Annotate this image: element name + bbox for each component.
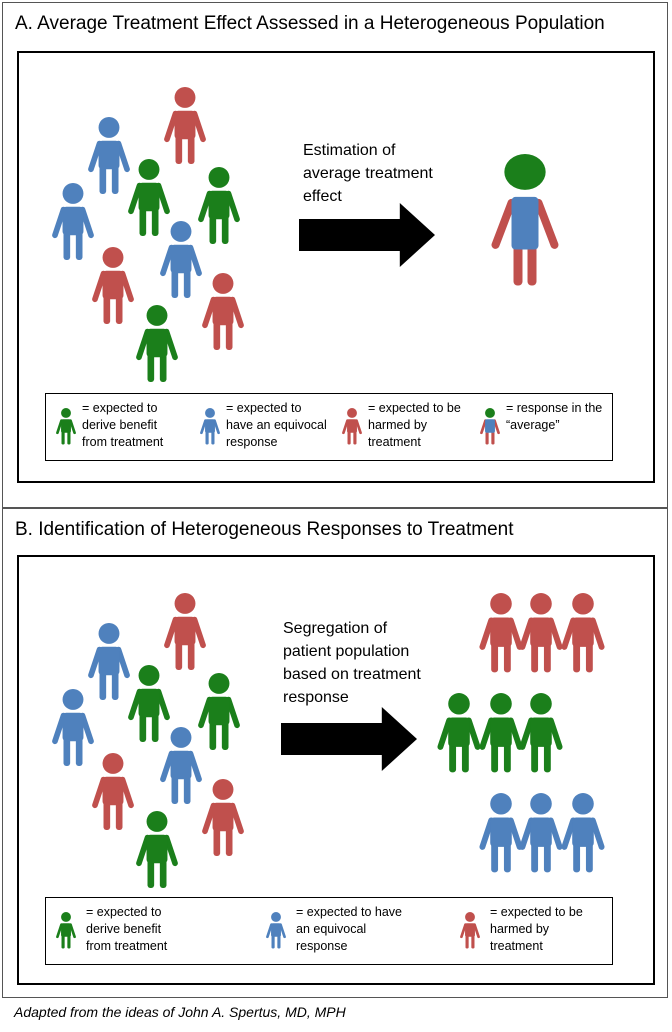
- caption: Adapted from the ideas of John A. Spertu…: [14, 1004, 346, 1020]
- harmed-person-icon: [460, 912, 480, 949]
- arrow-a-label: Estimation of average treatment effect: [303, 139, 433, 208]
- panel-a: A. Average Treatment Effect Assessed in …: [2, 2, 668, 508]
- average-person-icon: [480, 408, 500, 445]
- benefit-person-icon: [198, 673, 240, 750]
- benefit-person-icon: [128, 159, 170, 236]
- benefit-person-icon-figure: [56, 408, 76, 445]
- legend-text: = expected to: [226, 401, 302, 415]
- benefit-person-icon: [519, 693, 563, 773]
- panel-b-figure: [52, 593, 605, 888]
- harmed-person-icon: [164, 593, 206, 670]
- equivocal-person-icon: [88, 117, 130, 194]
- panel-a-figure: [52, 87, 559, 382]
- legend-text: treatment: [368, 435, 421, 449]
- arrow-a-label-line: average treatment: [303, 165, 433, 182]
- equivocal-person-icon: [160, 727, 202, 804]
- average-legend-figure: [480, 408, 500, 445]
- legend-text: response: [296, 939, 348, 953]
- panel-a-diagram: Estimation of average treatment effect =…: [17, 51, 655, 483]
- equivocal-person-icon-figure: [266, 912, 286, 949]
- legend-text: = expected to be: [490, 905, 583, 919]
- equivocal-person-icon: [200, 408, 220, 445]
- equivocal-person-icon: [561, 793, 605, 873]
- panel-b-title: B. Identification of Heterogeneous Respo…: [15, 519, 514, 540]
- harmed-person-icon: [202, 779, 244, 856]
- panel-a-title: A. Average Treatment Effect Assessed in …: [15, 13, 605, 34]
- harmed-person-icon: [519, 593, 563, 673]
- equivocal-person-icon-figure: [200, 408, 220, 445]
- arrow-b-icon: [281, 707, 417, 771]
- legend-text: treatment: [490, 939, 543, 953]
- equivocal-person-icon: [266, 912, 286, 949]
- harmed-person-icon: [202, 273, 244, 350]
- benefit-person-icon: [136, 811, 178, 888]
- legend-text: = expected to be: [368, 401, 461, 415]
- harmed-person-icon: [342, 408, 362, 445]
- benefit-person-icon: [128, 665, 170, 742]
- benefit-person-icon-figure: [56, 912, 76, 949]
- equivocal-person-icon: [519, 793, 563, 873]
- legend-text: derive benefit: [82, 418, 158, 432]
- legend-b: = expected to derive benefit from treatm…: [45, 897, 613, 965]
- panel-b: B. Identification of Heterogeneous Respo…: [2, 508, 668, 998]
- arrow-a-icon: [299, 203, 435, 267]
- equivocal-person-icon: [160, 221, 202, 298]
- equivocal-person-icon: [88, 623, 130, 700]
- legend-text: = response in the: [506, 401, 603, 415]
- legend-text: = expected to: [86, 905, 162, 919]
- harmed-person-icon-figure: [460, 912, 480, 949]
- harmed-person-icon-figure: [342, 408, 362, 445]
- legend-text: from treatment: [86, 939, 168, 953]
- arrow-a-label-line: effect: [303, 188, 342, 205]
- benefit-person-icon: [56, 912, 76, 949]
- legend-text: an equivocal: [296, 922, 367, 936]
- benefit-person-icon: [437, 693, 481, 773]
- arrow-b-label-line: response: [283, 689, 349, 706]
- average-person-icon: [491, 154, 559, 286]
- arrow-a-label-line: Estimation of: [303, 142, 396, 159]
- legend-text: = expected to have: [296, 905, 402, 919]
- harmed-person-icon: [92, 753, 134, 830]
- harmed-person-icon: [164, 87, 206, 164]
- equivocal-person-icon: [52, 689, 94, 766]
- equivocal-person-icon: [479, 793, 523, 873]
- legend-text: harmed by: [368, 418, 428, 432]
- harmed-person-icon: [92, 247, 134, 324]
- harmed-person-icon: [479, 593, 523, 673]
- legend-text: response: [226, 435, 278, 449]
- arrow-b-label: Segregation of patient population based …: [283, 617, 421, 709]
- panel-b-diagram: Segregation of patient population based …: [17, 555, 655, 985]
- equivocal-person-icon: [52, 183, 94, 260]
- legend-text: have an equivocal: [226, 418, 327, 432]
- benefit-person-icon: [479, 693, 523, 773]
- legend-text: “average”: [506, 418, 560, 432]
- benefit-person-icon: [56, 408, 76, 445]
- legend-text: from treatment: [82, 435, 164, 449]
- harmed-person-icon: [561, 593, 605, 673]
- legend-text: = expected to: [82, 401, 158, 415]
- arrow-b-label-line: based on treatment: [283, 666, 421, 683]
- benefit-person-icon: [198, 167, 240, 244]
- benefit-person-icon: [136, 305, 178, 382]
- legend-text: harmed by: [490, 922, 550, 936]
- legend-a: = expected to derive benefit from treatm…: [45, 393, 613, 461]
- legend-text: derive benefit: [86, 922, 162, 936]
- arrow-b-label-line: patient population: [283, 643, 410, 660]
- arrow-b-label-line: Segregation of: [283, 620, 388, 637]
